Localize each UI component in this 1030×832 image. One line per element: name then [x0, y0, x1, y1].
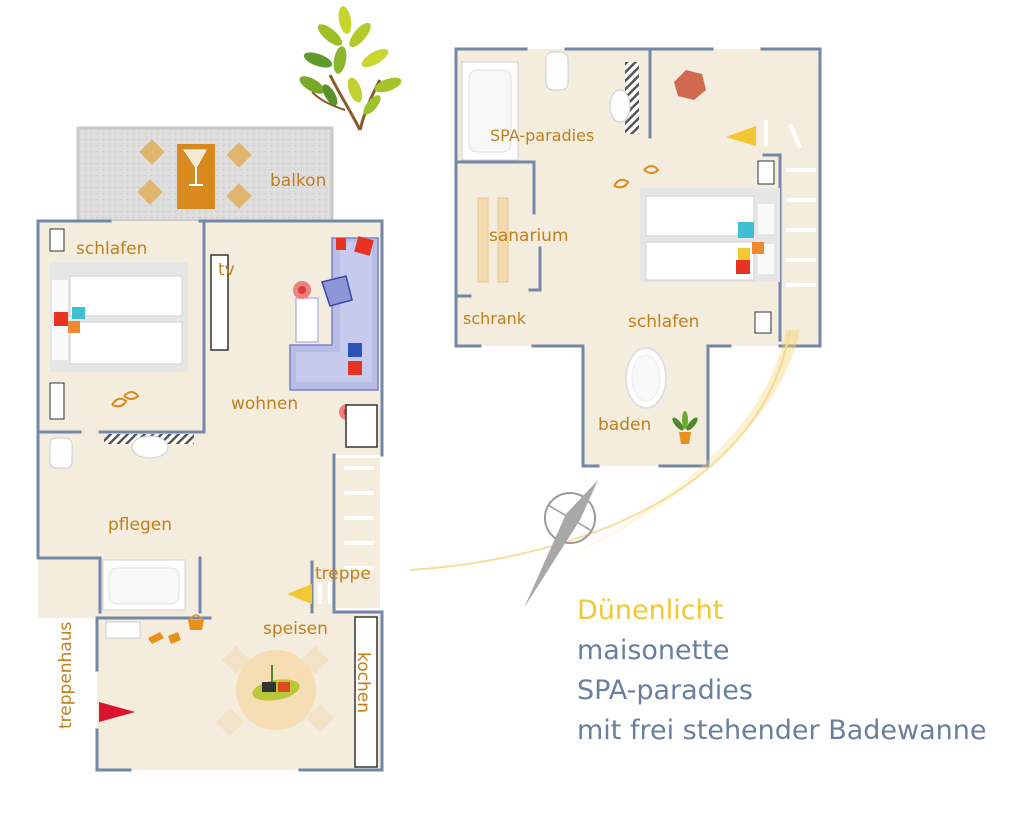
room-label-sanarium: sanarium — [489, 226, 569, 246]
flower-icon — [293, 281, 311, 299]
sanarium-benches — [477, 197, 509, 283]
side-cabinet — [345, 404, 378, 448]
toilet-icon — [545, 51, 569, 91]
room-label-treppenhaus: treppenhaus — [56, 621, 76, 729]
stool-icon — [674, 70, 706, 100]
upper-stairs — [764, 120, 816, 287]
slippers-icon — [148, 632, 181, 644]
chair-icon — [321, 275, 353, 307]
stairwell-area — [38, 618, 97, 770]
slippers-icon — [111, 391, 140, 408]
double-bed-icon — [50, 262, 188, 372]
room-label-kochen: kochen — [353, 652, 373, 713]
entrance-arrow-icon — [99, 702, 135, 722]
room-label-spa-paradies: SPA-paradies — [490, 126, 594, 145]
nightstand — [757, 160, 775, 185]
room-label-tv: tv — [218, 260, 235, 280]
dining-set — [105, 614, 335, 737]
caption-line-3: mit frei stehender Badewanne — [577, 715, 987, 746]
room-label-wohnen: wohnen — [231, 394, 298, 414]
stairs — [318, 458, 380, 608]
potted-plant-icon — [672, 411, 698, 444]
room-label-schlafen-lower: schlafen — [76, 239, 147, 259]
double-bed-icon — [640, 188, 780, 282]
sofa-set — [289, 236, 379, 391]
kitchen-counter — [354, 616, 378, 768]
stair-arrow-icon — [287, 584, 312, 604]
room-label-pflegen: pflegen — [108, 515, 172, 535]
spa-fixtures — [461, 51, 706, 161]
toilet-icon — [49, 437, 73, 469]
lower-bedroom-furniture — [49, 228, 188, 420]
room-label-schlafen-upper: schlafen — [628, 312, 699, 332]
caption-title: Dünenlicht — [577, 595, 724, 626]
room-label-schrank: schrank — [463, 309, 527, 328]
room-label-baden: baden — [598, 415, 651, 435]
sink-icon — [131, 435, 169, 459]
sink-icon — [609, 89, 631, 123]
room-label-speisen: speisen — [263, 619, 328, 639]
bathroom-fixtures — [49, 434, 194, 611]
caption-line-1: maisonette — [577, 635, 730, 666]
glass-icon — [183, 149, 207, 186]
slippers-icon — [613, 165, 660, 189]
caption-line-2: SPA-paradies — [577, 675, 753, 706]
tv-unit — [210, 254, 229, 351]
dining-table-icon — [236, 650, 316, 730]
nightstand — [49, 382, 65, 420]
basket-icon — [188, 614, 204, 630]
bathtub-icon — [102, 559, 186, 611]
compass-icon — [524, 480, 598, 608]
pillow-red — [54, 312, 68, 326]
upper-floor-area — [456, 49, 820, 466]
upper-bedroom-furniture — [613, 160, 780, 334]
nightstand — [754, 311, 772, 334]
plant-icon — [299, 6, 402, 131]
stair-arrow-icon — [726, 126, 756, 146]
lower-floor — [36, 6, 402, 772]
bathtub-icon — [625, 347, 667, 409]
room-labels: balkon schlafen tv wohnen pflegen treppe… — [56, 126, 699, 729]
room-label-treppe: treppe — [315, 564, 371, 584]
upper-floor — [454, 47, 822, 468]
pillow-cyan — [72, 307, 85, 319]
room-label-balkon: balkon — [270, 171, 326, 191]
bathtub-icon — [461, 61, 519, 161]
nightstand — [49, 228, 65, 252]
pillow-orange — [68, 321, 80, 333]
